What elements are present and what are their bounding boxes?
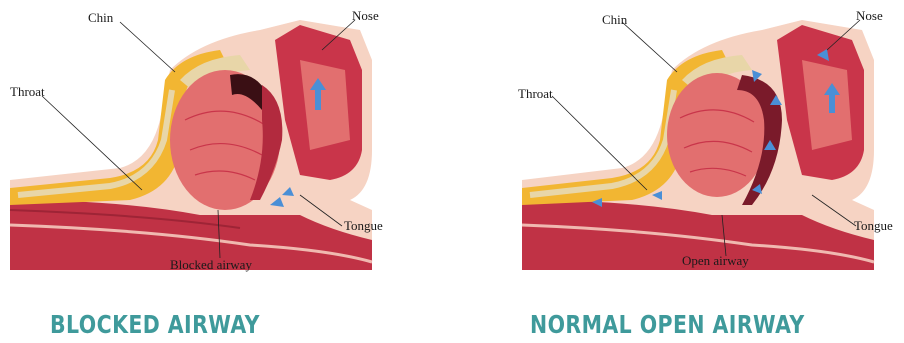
open-airway-caption: NORMAL OPEN AIRWAY	[530, 310, 805, 339]
chin-label: Chin	[602, 12, 627, 28]
airway-label: Blocked airway	[170, 257, 252, 273]
throat-label: Throat	[518, 86, 553, 102]
blocked-airway-illustration	[0, 0, 452, 300]
nose-label: Nose	[856, 8, 883, 24]
blocked-airway-panel: Chin Nose Throat Tongue Blocked airway B…	[0, 0, 452, 343]
airway-label: Open airway	[682, 253, 749, 269]
tongue-label: Tongue	[344, 218, 383, 234]
open-airway-illustration	[452, 0, 904, 300]
throat-label: Throat	[10, 84, 45, 100]
chin-label: Chin	[88, 10, 113, 26]
open-airway-panel: Chin Nose Throat Tongue Open airway NORM…	[452, 0, 904, 343]
blocked-airway-caption: BLOCKED AIRWAY	[50, 310, 260, 339]
tongue-label: Tongue	[854, 218, 893, 234]
nose-label: Nose	[352, 8, 379, 24]
